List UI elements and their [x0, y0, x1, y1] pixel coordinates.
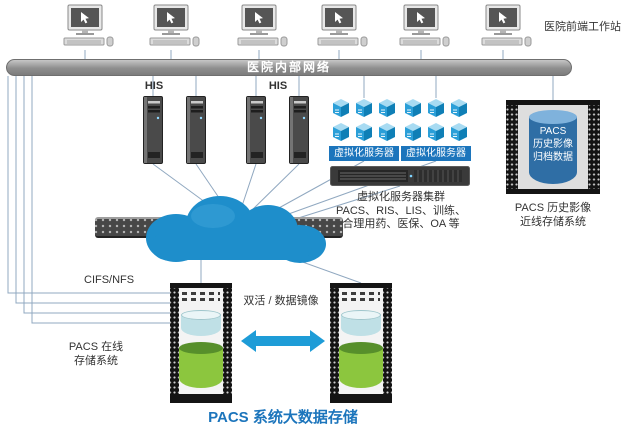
data-disk-cylinder [339, 342, 383, 388]
mirror-label: 双活 / 数据镜像 [243, 295, 319, 307]
rack-server-icon [330, 166, 470, 186]
virtualization-server-tag: 虚拟化服务器 [329, 146, 399, 161]
tower-server-icon [246, 96, 266, 164]
online-caption-line1: PACS 在线 [68, 341, 124, 353]
archive-disk-cylinder: PACS 历史影像 归档数据 [529, 110, 577, 184]
cylinder-body [341, 315, 381, 336]
tower-server-icon [143, 96, 163, 164]
cache-disk-cylinder [341, 310, 381, 336]
internal-network-bar: 医院内部网络 [6, 59, 572, 76]
virtualization-cluster-icons [331, 98, 397, 142]
online-caption-line2: 存储系统 [74, 355, 118, 367]
frontend-workstation-label: 医院前端工作站 [544, 21, 621, 33]
cloud-icon [146, 196, 326, 263]
vent-lines [182, 298, 220, 301]
cache-disk-cylinder [181, 310, 221, 336]
virtualization-node-icon [405, 99, 421, 117]
archive-label-line1: PACS [539, 126, 567, 137]
mirror-double-arrow-icon [241, 330, 325, 352]
cylinder-body [339, 348, 383, 388]
cylinder-top [179, 342, 223, 354]
virtualization-node-icon [405, 123, 421, 141]
tower-server-icon [289, 96, 309, 164]
cylinder-top [341, 310, 381, 320]
rack-rail-dots [223, 288, 232, 394]
virtualization-node-icon [333, 99, 349, 117]
online-storage-rack [170, 283, 232, 403]
nearline-caption: PACS 历史影像 近线存储系统 [503, 201, 603, 229]
workstation-icon [472, 4, 534, 50]
rack-rail-dots [588, 105, 600, 189]
vent-lines [182, 292, 220, 295]
data-disk-cylinder [179, 342, 223, 388]
cluster-caption-line1: 虚拟化服务器集群 [357, 191, 445, 203]
nearline-caption-line1: PACS 历史影像 [514, 202, 592, 214]
cifs-nfs-label: CIFS/NFS [84, 274, 135, 286]
virtualization-node-icon [333, 123, 349, 141]
cylinder-top [181, 310, 221, 320]
virtualization-node-icon [379, 123, 395, 141]
virtualization-node-icon [428, 99, 444, 117]
vent-lines [342, 298, 380, 301]
workstation-icon [308, 4, 370, 50]
tower-server-icon [186, 96, 206, 164]
nearline-storage-rack: PACS 历史影像 归档数据 [506, 100, 600, 194]
archive-disk-label: PACS 历史影像 归档数据 [529, 110, 577, 184]
virtualization-server-tag: 虚拟化服务器 [401, 146, 471, 161]
cylinder-top [529, 110, 577, 124]
rack-rail-dots [383, 288, 392, 394]
cylinder-body [179, 348, 223, 388]
his-label: HIS [268, 80, 288, 92]
cluster-caption-line2: PACS、RIS、LIS、训练、 [336, 204, 466, 217]
diagram-title: PACS 系统大数据存储 [208, 409, 358, 426]
workstation-icon [54, 4, 116, 50]
online-storage-rack [330, 283, 392, 403]
cylinder-body [529, 117, 577, 184]
virtualization-node-icon [451, 123, 467, 141]
nearline-caption-line2: 近线存储系统 [520, 216, 586, 228]
virtualization-node-icon [451, 99, 467, 117]
workstation-icon [140, 4, 202, 50]
rack-rail-dots [330, 288, 339, 394]
vent-lines [342, 292, 380, 295]
virtualization-cluster-icons [403, 98, 469, 142]
workstation-icon [390, 4, 452, 50]
his-label: HIS [144, 80, 164, 92]
rack-rail-dots [506, 105, 518, 189]
virtualization-node-icon [379, 99, 395, 117]
virtualization-node-icon [356, 123, 372, 141]
archive-label-line3: 归档数据 [533, 152, 573, 163]
rack-rail-dots [170, 288, 179, 394]
workstation-icon [228, 4, 290, 50]
cylinder-top [339, 342, 383, 354]
online-storage-caption: PACS 在线 存储系统 [54, 340, 138, 368]
internal-network-label: 医院内部网络 [246, 60, 331, 74]
cluster-caption-line3: 合理用药、医保、OA 等 [342, 218, 460, 230]
virtualization-node-icon [356, 99, 372, 117]
cluster-caption: 虚拟化服务器集群 PACS、RIS、LIS、训练、 合理用药、医保、OA 等 [320, 191, 482, 232]
virtualization-node-icon [428, 123, 444, 141]
cylinder-body [181, 315, 221, 336]
archive-label-line2: 历史影像 [533, 139, 573, 150]
